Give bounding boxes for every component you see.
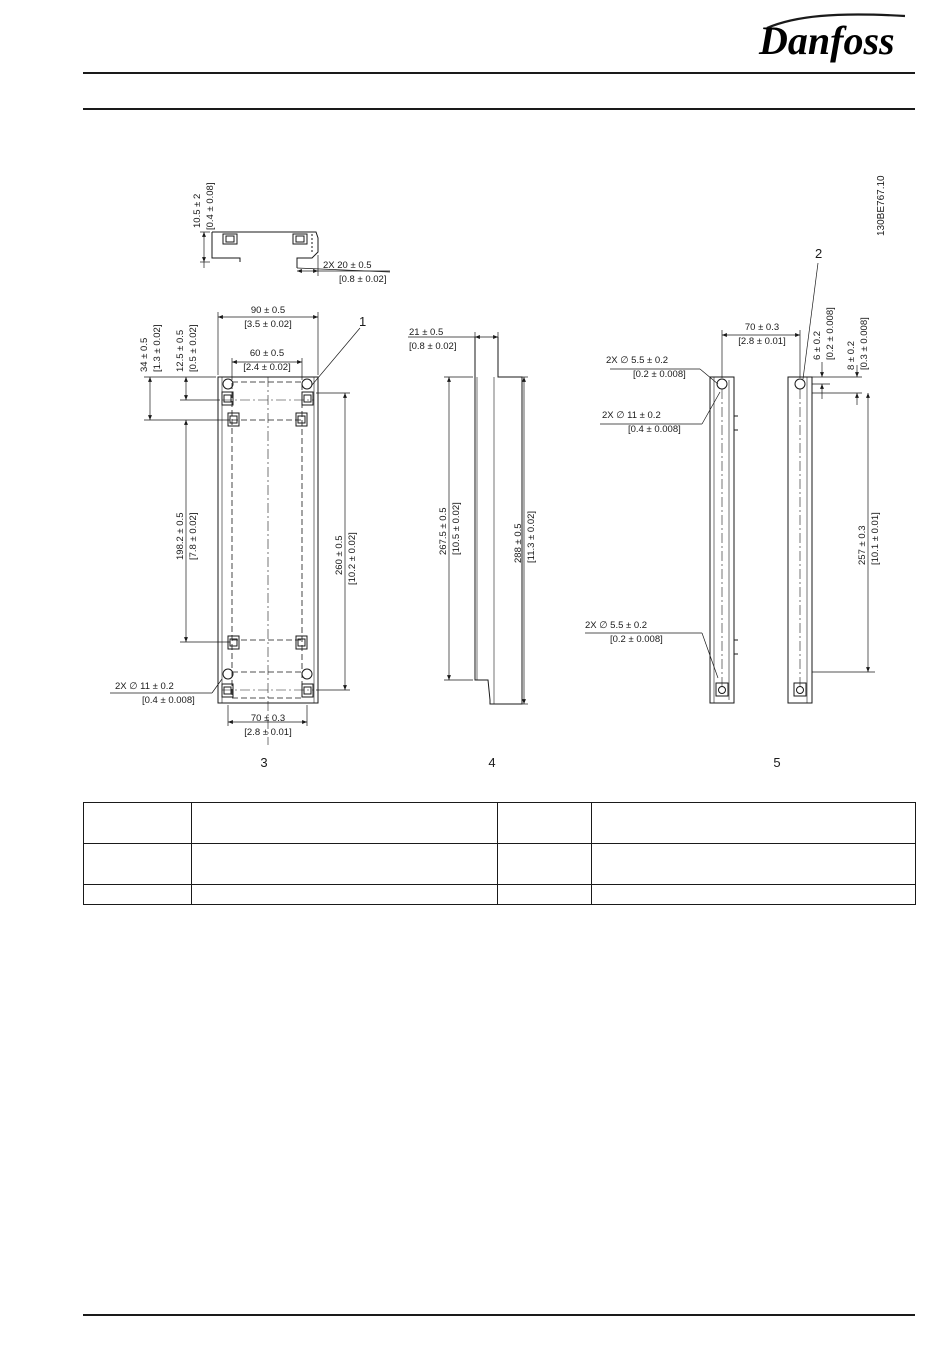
dim-d55b: 2X ∅ 5.5 ± 0.2 [585, 620, 647, 631]
dim-w60: 60 ± 0.5 [250, 348, 284, 359]
dim-w90: 90 ± 0.5 [251, 305, 285, 316]
dim-w21: 21 ± 0.5 [409, 327, 443, 338]
table-cell [591, 843, 916, 885]
header-rule-bottom [83, 108, 915, 110]
dim-h12-in: [0.5 ± 0.02] [188, 325, 199, 372]
dim-top-w: 2X 20 ± 0.5 [323, 260, 372, 271]
view-label-5: 5 [773, 755, 780, 770]
dim-d11a-in: [0.4 ± 0.008] [142, 695, 195, 706]
dim-h267-in: [10.5 ± 0.02] [451, 502, 462, 555]
dim-w70b-in: [2.8 ± 0.01] [738, 336, 785, 347]
table-cell [83, 843, 192, 885]
dim-h288-in: [11.3 ± 0.02] [526, 511, 537, 563]
dim-h6: 6 ± 0.2 [812, 331, 823, 360]
table-cell [497, 843, 592, 885]
table-cell [591, 802, 916, 844]
callout-2: 2 [815, 246, 822, 261]
table-cell [83, 802, 192, 844]
view-label-3: 3 [260, 755, 267, 770]
dim-d11a: 2X ∅ 11 ± 0.2 [115, 681, 174, 692]
table-cell [497, 802, 592, 844]
dim-d55a: 2X ∅ 5.5 ± 0.2 [606, 355, 668, 366]
drawing-id: 130BE767.10 [876, 175, 887, 236]
dim-d11b: 2X ∅ 11 ± 0.2 [602, 410, 661, 421]
dim-h288: 288 ± 0.5 [513, 523, 524, 563]
view-3-plate [217, 376, 319, 745]
dim-w70a: 70 ± 0.3 [251, 713, 285, 724]
view-4-profile [474, 337, 523, 705]
dim-h8-in: [0.3 ± 0.008] [859, 317, 870, 370]
danfoss-logo: Danfoss [758, 13, 906, 63]
table-cell [191, 843, 498, 885]
dim-h267: 267.5 ± 0.5 [438, 508, 449, 555]
dim-h34: 34 ± 0.5 [139, 338, 150, 372]
dim-w70a-in: [2.8 ± 0.01] [244, 727, 291, 738]
dim-h260-in: [10.2 ± 0.02] [347, 532, 358, 585]
footer-rule [83, 1314, 915, 1316]
dim-h8: 8 ± 0.2 [846, 341, 857, 370]
dim-d55a-in: [0.2 ± 0.008] [633, 369, 686, 380]
dim-h257: 257 ± 0.3 [857, 525, 868, 565]
dimension-drawing: 2X 20 ± 0.5 [0.8 ± 0.02] 90 ± 0.5 [3.5 ±… [110, 175, 887, 770]
dim-h12: 12.5 ± 0.5 [175, 330, 186, 372]
dim-w70b: 70 ± 0.3 [745, 322, 779, 333]
dim-top-w-in: [0.8 ± 0.02] [339, 274, 386, 285]
dim-h198-in: [7.8 ± 0.02] [188, 513, 199, 560]
dim-h198: 198.2 ± 0.5 [175, 513, 186, 560]
dim-h257-in: [10.1 ± 0.01] [870, 512, 881, 565]
table-row [83, 884, 916, 905]
dim-h260: 260 ± 0.5 [334, 535, 345, 575]
table-row [83, 843, 916, 885]
header-rule-top [83, 72, 915, 74]
table-row [83, 802, 916, 844]
dim-h34-in: [1.3 ± 0.02] [152, 325, 163, 372]
table-cell [83, 884, 192, 905]
table-cell [191, 802, 498, 844]
view-5-strips [709, 376, 813, 704]
table-cell [591, 884, 916, 905]
dim-top-h-in: [0.4 ± 0.08] [205, 183, 216, 230]
view-label-4: 4 [488, 755, 495, 770]
callout-1: 1 [359, 314, 366, 329]
dim-w60-in: [2.4 ± 0.02] [243, 362, 290, 373]
table-cell [191, 884, 498, 905]
dim-top-h: 10.5 ± 2 [192, 194, 203, 228]
table-cell [497, 884, 592, 905]
dim-w90-in: [3.5 ± 0.02] [244, 319, 291, 330]
logo-wordmark: Danfoss [758, 18, 895, 63]
spec-table [83, 802, 916, 905]
dim-d11b-in: [0.4 ± 0.008] [628, 424, 681, 435]
dim-d55b-in: [0.2 ± 0.008] [610, 634, 663, 645]
top-view [211, 231, 319, 268]
dim-h6-in: [0.2 ± 0.008] [825, 307, 836, 360]
dim-w21-in: [0.8 ± 0.02] [409, 341, 456, 352]
